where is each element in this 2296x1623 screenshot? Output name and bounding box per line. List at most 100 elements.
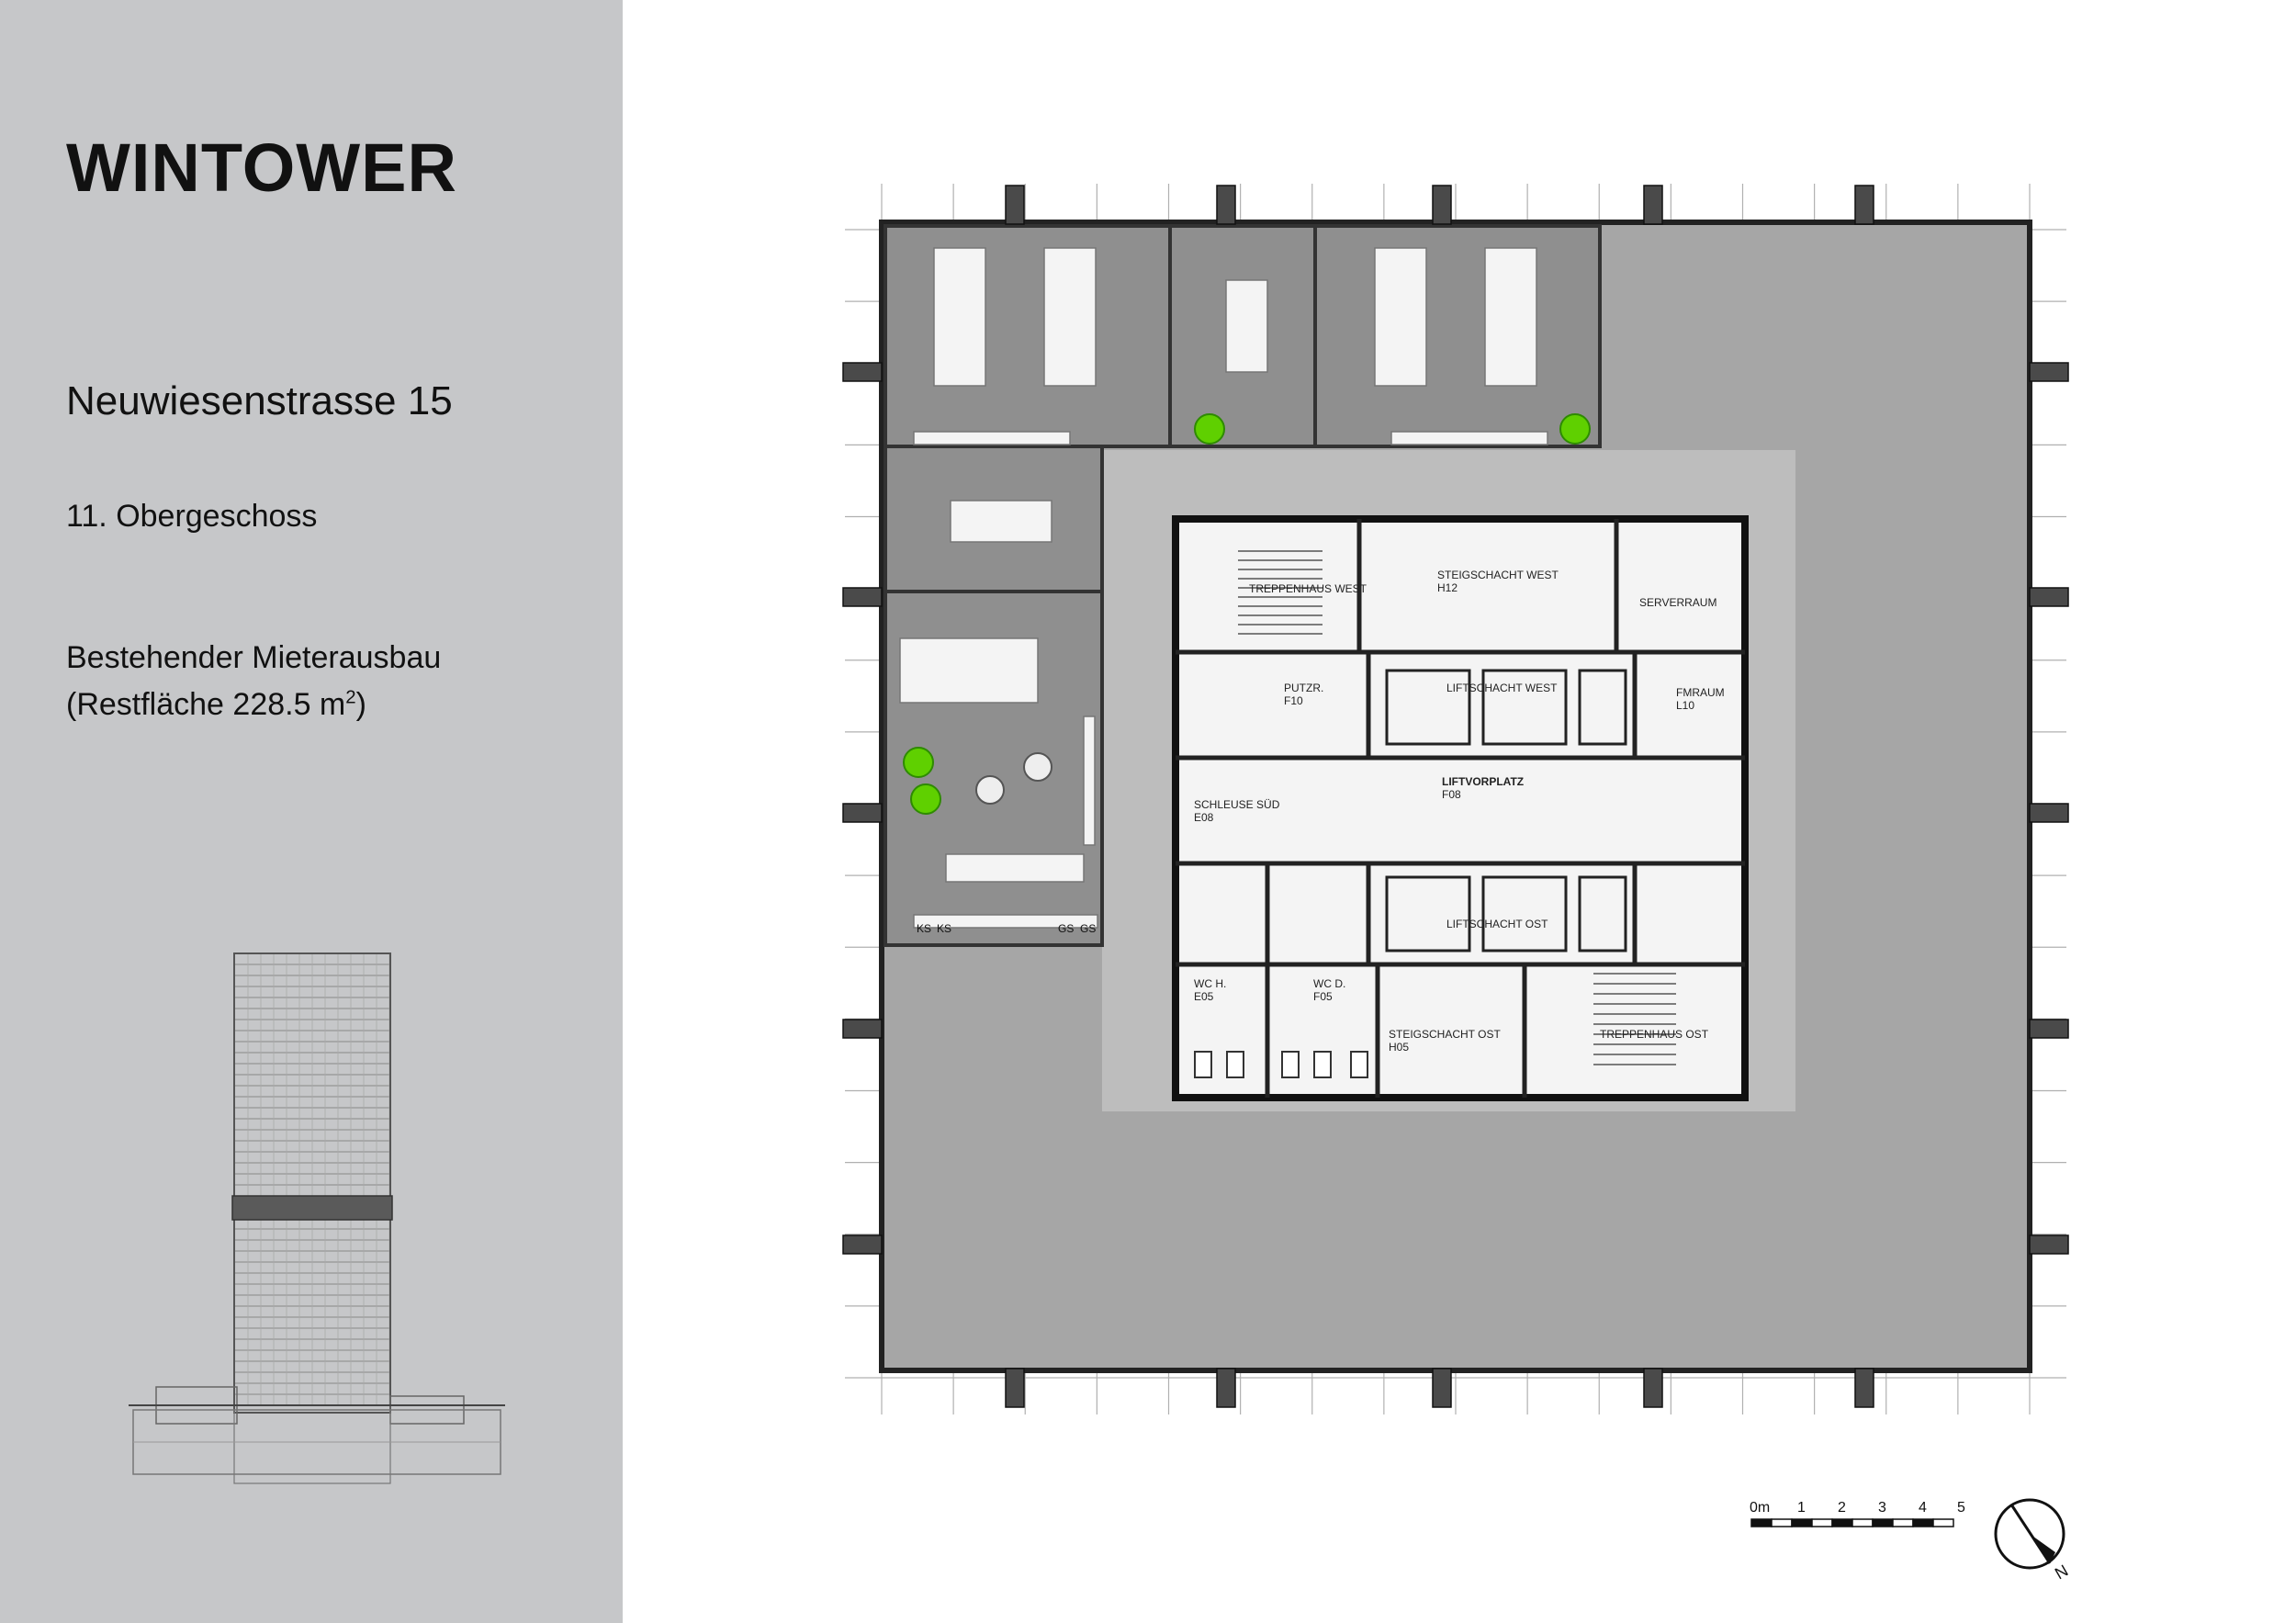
scale-segments: [1750, 1518, 1954, 1527]
shelf: [1083, 716, 1096, 846]
scale-segment: [1872, 1518, 1894, 1527]
scale-segment: [1831, 1518, 1853, 1527]
plant-3: [903, 747, 934, 778]
stairs: [1238, 550, 1676, 1065]
scale-segment: [1811, 1518, 1833, 1527]
scale-label-4: 4: [1919, 1500, 1927, 1516]
address: Neuwiesenstrasse 15: [66, 378, 453, 423]
core-walls: [1176, 519, 1745, 1098]
elevation-basement-inner: [233, 1409, 391, 1484]
label-treppenhaus-ost: TREPPENHAUS OST: [1600, 1028, 1709, 1041]
scale-segment: [1851, 1518, 1874, 1527]
scale-segment: [1892, 1518, 1914, 1527]
column-right: [2029, 1234, 2069, 1255]
scale-label-2: 2: [1838, 1500, 1846, 1516]
label-liftvorplatz: LIFTVORPLATZ: [1442, 775, 1524, 788]
kitchen-label-1: KS: [917, 922, 931, 935]
scale-segment: [1912, 1518, 1934, 1527]
label-wc-h: WC H.: [1194, 977, 1226, 990]
office-ne: [1313, 224, 1602, 448]
column-right: [2029, 1019, 2069, 1039]
label-serverraum: SERVERRAUM: [1639, 596, 1716, 609]
column-bottom: [1643, 1368, 1663, 1408]
column-left: [842, 803, 883, 823]
scale-label-5: 5: [1957, 1500, 1965, 1516]
toilet: [1226, 1051, 1244, 1078]
north-arrow-circle: [1994, 1498, 2065, 1570]
floor-label: 11. Obergeschoss: [66, 499, 318, 534]
area-superscript: 2: [345, 687, 356, 708]
column-top: [1432, 185, 1452, 225]
elevation-highlighted-floor: [231, 1195, 393, 1221]
area-text: (Restfläche 228.5 m: [66, 687, 346, 722]
desk-group: [933, 247, 986, 387]
wc-fixtures: [1194, 1051, 1368, 1078]
scale-bar: 0m 1 2 3 4 5: [1750, 1500, 1965, 1527]
lounge-table: [899, 637, 1039, 704]
description-line-1: Bestehender Mieterausbau: [66, 640, 442, 675]
plants: [903, 413, 1591, 815]
meeting-table-west: [950, 500, 1052, 543]
label-wc-d-id: F05: [1313, 990, 1333, 1003]
area-suffix: ): [355, 687, 366, 722]
label-putzr: PUTZR.: [1284, 682, 1323, 694]
lounge-chair-2: [1023, 752, 1052, 782]
meeting-table: [1225, 279, 1268, 373]
column-top: [1005, 185, 1025, 225]
label-steigschacht-ost: STEIGSCHACHT OST: [1389, 1028, 1501, 1041]
lounge-chairs: [975, 752, 1052, 805]
label-schleuse-sued: SCHLEUSE SÜD: [1194, 798, 1280, 811]
building-elevation-drawing: [129, 952, 505, 1484]
scale-label-3: 3: [1878, 1500, 1886, 1516]
scale-segment: [1771, 1518, 1793, 1527]
north-arrow: N: [1994, 1498, 2071, 1584]
scale-segment: [1750, 1518, 1773, 1527]
column-top: [1216, 185, 1236, 225]
toilet: [1313, 1051, 1332, 1078]
scale-label-1: 1: [1797, 1500, 1806, 1516]
column-right: [2029, 587, 2069, 607]
kitchen-labels: KS KS GS GS: [917, 922, 1096, 935]
column-right: [2029, 362, 2069, 382]
column-left: [842, 587, 883, 607]
building-title: WINTOWER: [66, 130, 457, 206]
cabinet-nw: [913, 431, 1071, 445]
scale-label-0: 0m: [1750, 1500, 1770, 1516]
label-wc-h-id: E05: [1194, 990, 1214, 1003]
toilet: [1194, 1051, 1212, 1078]
toilet: [1281, 1051, 1300, 1078]
office-nw: [884, 224, 1172, 448]
column-left: [842, 1019, 883, 1039]
scale-segment: [1791, 1518, 1813, 1527]
plant-2: [1559, 413, 1591, 445]
label-steigschacht-west-id: H12: [1437, 581, 1458, 594]
kitchen-label-4: GS: [1080, 922, 1096, 935]
scale-segment: [1932, 1518, 1954, 1527]
label-schleuse-sued-id: E08: [1194, 811, 1214, 824]
column-left: [842, 1234, 883, 1255]
elevation-floor-lines: [234, 953, 390, 1405]
kitchen-label-3: GS: [1058, 922, 1074, 935]
column-left: [842, 362, 883, 382]
cabinet-ne: [1390, 431, 1548, 445]
lounge-chair-1: [975, 775, 1005, 805]
lift-cars: [1385, 669, 1627, 952]
column-bottom: [1216, 1368, 1236, 1408]
column-top: [1854, 185, 1874, 225]
north-arrow-head: [2030, 1534, 2055, 1563]
north-label: N: [2052, 1561, 2071, 1584]
scale-labels: 0m 1 2 3 4 5: [1750, 1500, 1965, 1516]
column-bottom: [1005, 1368, 1025, 1408]
elevation-tower-outline: [233, 952, 391, 1414]
sidebar: WINTOWER Neuwiesenstrasse 15 11. Oberges…: [0, 0, 623, 1623]
long-table: [945, 853, 1085, 883]
desk-group: [1374, 247, 1427, 387]
label-liftschacht-west: LIFTSCHACHT WEST: [1446, 682, 1558, 694]
label-steigschacht-west: STEIGSCHACHT WEST: [1437, 569, 1559, 581]
floor-plan: TREPPENHAUS WEST STEIGSCHACHT WEST H12 S…: [842, 184, 2069, 1414]
office-desks: [899, 247, 1548, 929]
description-line-2: (Restfläche 228.5 m2): [66, 687, 366, 723]
plant-1: [1194, 413, 1225, 445]
desk-group: [1043, 247, 1097, 387]
label-wc-d: WC D.: [1313, 977, 1345, 990]
